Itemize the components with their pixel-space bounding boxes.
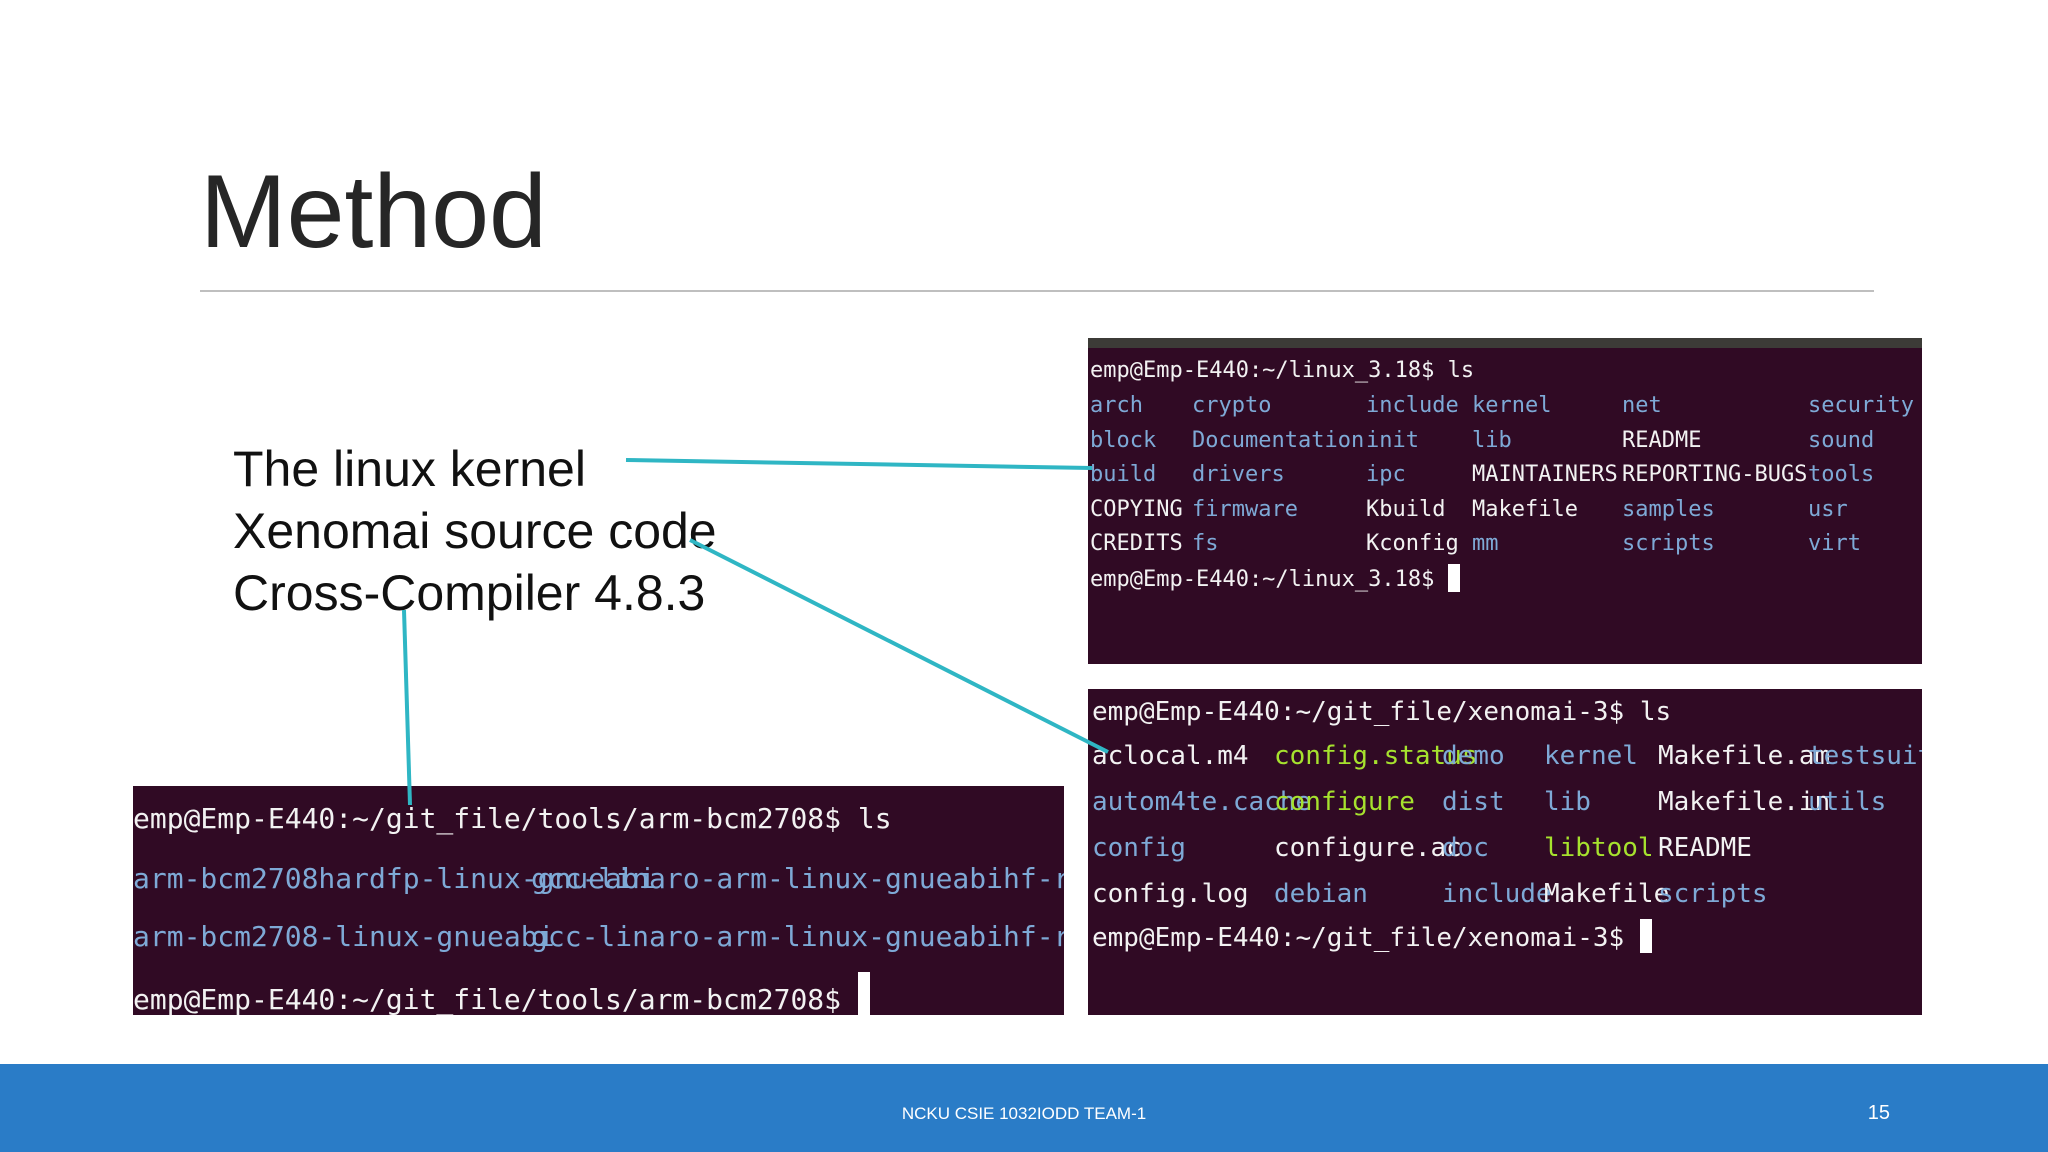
file-entry: sound: [1808, 427, 1875, 453]
bullet-xenomai-source: Xenomai source code: [233, 503, 717, 559]
file-entry: config.log: [1092, 879, 1249, 909]
end-prompt-text: emp@Emp-E440:~/linux_3.18$: [1090, 567, 1435, 592]
file-entry: net: [1622, 393, 1662, 418]
file-entry: testsuite: [1808, 741, 1922, 771]
file-entry: utils: [1808, 787, 1887, 817]
file-entry: dist: [1442, 787, 1505, 817]
file-entry: demo: [1442, 741, 1505, 771]
footer-bar: [0, 1064, 2048, 1152]
file-entry: kernel: [1472, 393, 1552, 418]
file-entry: security: [1808, 393, 1914, 418]
file-entry: fs: [1192, 531, 1219, 556]
title-divider: [200, 290, 1874, 292]
terminal-titlebar: [1088, 338, 1922, 348]
terminal-xenomai-listing: emp@Emp-E440:~/git_file/xenomai-3$ ls ac…: [1088, 689, 1922, 1015]
file-entry: lib: [1544, 787, 1591, 817]
end-prompt-text: emp@Emp-E440:~/git_file/xenomai-3$: [1092, 923, 1625, 953]
file-entry: CREDITS: [1090, 531, 1183, 556]
file-entry: MAINTAINERS: [1472, 462, 1618, 487]
file-entry: Makefile: [1544, 879, 1670, 909]
file-entry: Makefile: [1472, 496, 1578, 522]
terminal-compiler-listing: emp@Emp-E440:~/git_file/tools/arm-bcm270…: [133, 786, 1064, 1015]
connector-compiler: [402, 609, 412, 806]
file-entry: Kbuild: [1366, 496, 1446, 522]
file-entry: kernel: [1544, 741, 1638, 771]
file-entry: crypto: [1192, 393, 1272, 418]
file-entry: usr: [1808, 496, 1848, 522]
file-entry: debian: [1274, 879, 1368, 909]
file-entry: config.status: [1274, 741, 1478, 771]
slide-title: Method: [200, 154, 547, 270]
terminal-prompt-line: emp@Emp-E440:~/git_file/xenomai-3$ ls: [1092, 697, 1672, 727]
file-entry: Documentation: [1192, 427, 1365, 453]
bullet-cross-compiler: Cross-Compiler 4.8.3: [233, 565, 706, 621]
terminal-cursor: [857, 972, 870, 1015]
compiler-entry: arm-bcm2708hardfp-linux-gnueabi: [133, 862, 656, 895]
terminal-kernel-listing: emp@Emp-E440:~/linux_3.18$ ls arch crypto…: [1088, 338, 1922, 664]
file-entry: autom4te.cache: [1092, 787, 1312, 817]
file-entry: README: [1622, 427, 1702, 453]
file-entry: Makefile.am: [1658, 741, 1831, 771]
file-entry: Kconfig: [1366, 531, 1459, 556]
terminal-end-prompt: emp@Emp-E440:~/linux_3.18$: [1090, 564, 1460, 592]
file-entry: REPORTING-BUGS: [1622, 462, 1808, 487]
file-entry: virt: [1808, 531, 1861, 556]
terminal-cursor: [1639, 919, 1652, 953]
file-entry: firmware: [1192, 496, 1298, 522]
file-entry: arch: [1090, 393, 1143, 418]
connector-xenomai: [689, 538, 1109, 754]
file-entry: mm: [1472, 531, 1499, 556]
file-entry: doc: [1442, 833, 1489, 863]
file-entry: lib: [1472, 427, 1512, 453]
file-entry: tools: [1808, 462, 1875, 487]
file-entry: build: [1090, 462, 1157, 487]
compiler-entry: gcc-linaro-arm-linux-gnueabihf-raspbian-…: [531, 920, 1064, 953]
file-entry: config: [1092, 833, 1186, 863]
file-entry: configure: [1274, 787, 1415, 817]
file-entry: scripts: [1622, 531, 1715, 556]
file-entry: init: [1366, 427, 1419, 453]
file-entry: block: [1090, 427, 1157, 453]
file-entry: aclocal.m4: [1092, 741, 1249, 771]
page-number: 15: [1867, 1102, 1890, 1124]
file-entry: configure.ac: [1274, 833, 1462, 863]
terminal-end-prompt: emp@Emp-E440:~/git_file/tools/arm-bcm270…: [133, 972, 870, 1015]
end-prompt-text: emp@Emp-E440:~/git_file/tools/arm-bcm270…: [133, 983, 842, 1015]
terminal-prompt-line: emp@Emp-E440:~/git_file/tools/arm-bcm270…: [133, 802, 892, 835]
file-entry: include: [1366, 393, 1459, 418]
file-entry: drivers: [1192, 462, 1285, 487]
file-entry: include: [1442, 879, 1552, 909]
file-entry: ipc: [1366, 462, 1406, 487]
compiler-entry: arm-bcm2708-linux-gnueabi: [133, 920, 555, 953]
file-entry: README: [1658, 833, 1752, 863]
footer-label: NCKU CSIE 1032IODD TEAM-1: [901, 1104, 1147, 1123]
terminal-prompt-line: emp@Emp-E440:~/linux_3.18$ ls: [1090, 358, 1475, 383]
file-entry: Makefile.in: [1658, 787, 1831, 817]
file-entry: scripts: [1658, 879, 1768, 909]
bullet-list: The linux kernel Xenomai source code Cro…: [233, 438, 717, 624]
compiler-entry: gcc-linaro-arm-linux-gnueabihf-raspbian: [531, 862, 1064, 895]
bullet-linux-kernel: The linux kernel: [233, 441, 586, 497]
terminal-end-prompt: emp@Emp-E440:~/git_file/xenomai-3$: [1092, 919, 1652, 953]
file-entry: samples: [1622, 496, 1715, 522]
file-entry: COPYING: [1090, 496, 1183, 522]
terminal-cursor: [1447, 564, 1460, 592]
file-entry: libtool: [1544, 833, 1654, 863]
